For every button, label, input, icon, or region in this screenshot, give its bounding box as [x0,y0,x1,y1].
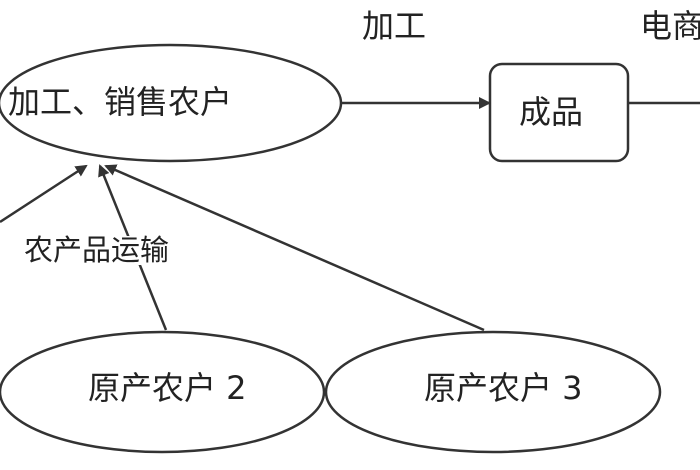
processor-farmer-label: 加工、销售农户 [8,83,233,121]
transport-arrow-farmer-3 [104,164,485,332]
origin-farmer-3-label: 原产农户 3 [424,369,583,407]
ecommerce-edge-label: 电商 [640,7,700,45]
origin-farmer-3-node [324,330,662,454]
origin-farmer-2-label: 原产农户 2 [88,369,247,407]
transport-arrow-left [0,164,88,224]
transport-edge-label: 农产品运输 [22,233,172,267]
origin-farmer-2-node [0,330,326,454]
product-label: 成品 [519,93,584,131]
product-node [488,62,630,163]
process-edge-label: 加工 [362,7,427,45]
